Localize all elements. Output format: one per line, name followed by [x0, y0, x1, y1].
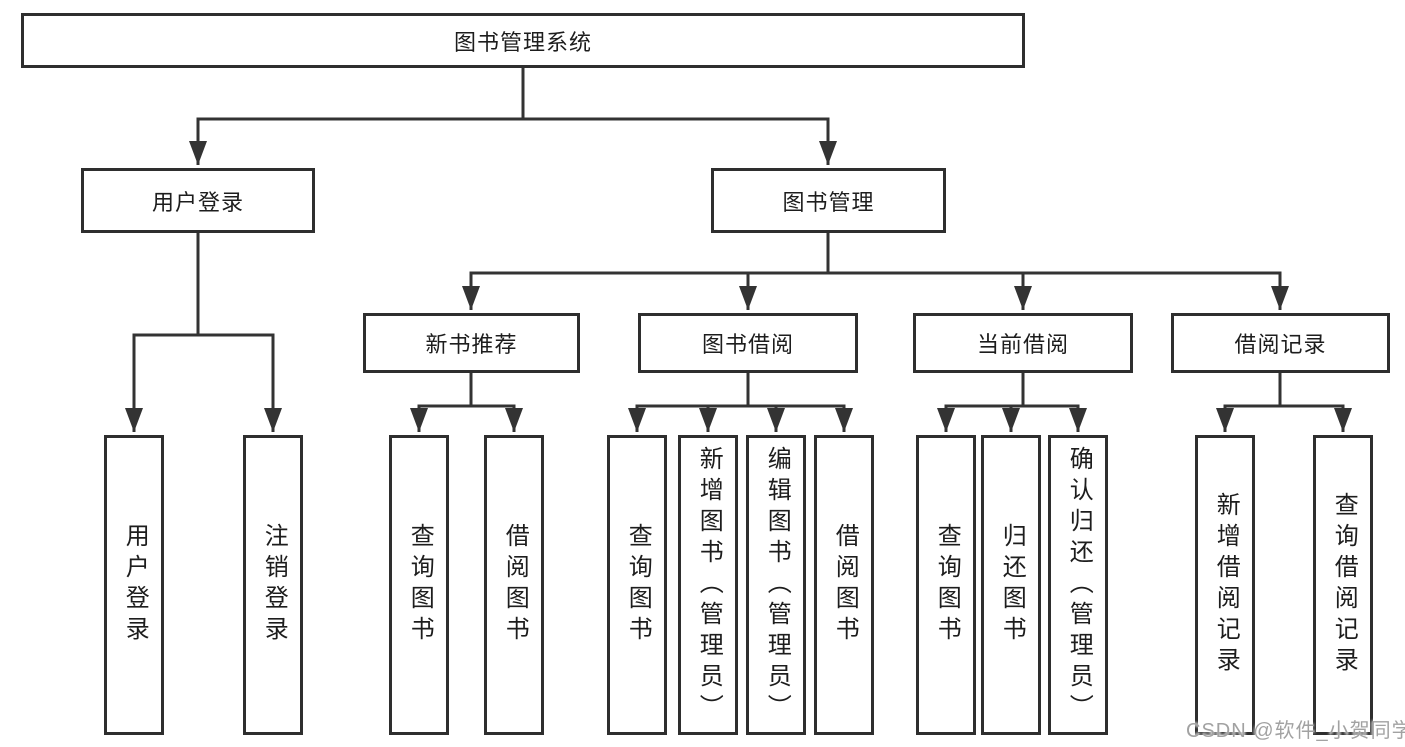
node-new-book-recommend-label: 新书推荐 — [425, 332, 518, 357]
node-borrow-records: 借阅记录 — [1171, 313, 1390, 373]
node-leaf-label: 借阅图书 — [501, 523, 529, 647]
node-leaf-label: 新增图书（管理员） — [695, 445, 723, 725]
node-leaf-label: 编辑图书（管理员） — [763, 445, 791, 725]
node-leaf-add-borrow-record: 新增借阅记录 — [1195, 435, 1255, 735]
node-leaf-label: 确认归还（管理员） — [1065, 445, 1093, 725]
node-borrow-records-label: 借阅记录 — [1234, 332, 1327, 357]
node-leaf-return-books: 归还图书 — [981, 435, 1041, 735]
node-leaf-label: 借阅图书 — [831, 523, 859, 647]
node-leaf-query-books-current: 查询图书 — [916, 435, 976, 735]
node-leaf-label: 查询图书 — [624, 523, 652, 647]
node-root: 图书管理系统 — [21, 13, 1025, 68]
node-leaf-label: 查询图书 — [406, 523, 434, 647]
node-leaf-label: 新增借阅记录 — [1212, 492, 1240, 678]
node-leaf-confirm-return-admin: 确认归还（管理员） — [1048, 435, 1108, 735]
node-leaf-label: 归还图书 — [998, 523, 1026, 647]
node-book-borrow-label: 图书借阅 — [701, 332, 794, 357]
node-book-management: 图书管理 — [711, 168, 946, 233]
node-leaf-add-books-admin: 新增图书（管理员） — [678, 435, 738, 735]
node-leaf-logout: 注销登录 — [243, 435, 303, 735]
node-user-login: 用户登录 — [81, 168, 315, 233]
node-leaf-query-books-recommend: 查询图书 — [389, 435, 449, 735]
node-leaf-label: 查询图书 — [933, 523, 961, 647]
node-leaf-query-books-borrow: 查询图书 — [607, 435, 667, 735]
node-leaf-label: 用户登录 — [121, 523, 149, 647]
node-leaf-borrow-books: 借阅图书 — [814, 435, 874, 735]
node-new-book-recommend: 新书推荐 — [363, 313, 580, 373]
node-leaf-edit-books-admin: 编辑图书（管理员） — [746, 435, 806, 735]
csdn-watermark: CSDN @软件_小贺同学 — [1186, 720, 1405, 742]
node-leaf-user-login: 用户登录 — [104, 435, 164, 735]
node-current-borrow: 当前借阅 — [913, 313, 1133, 373]
node-user-login-label: 用户登录 — [151, 189, 244, 215]
node-current-borrow-label: 当前借阅 — [976, 332, 1069, 357]
node-book-management-label: 图书管理 — [782, 189, 875, 215]
node-leaf-label: 注销登录 — [260, 523, 288, 647]
node-leaf-borrow-books-recommend: 借阅图书 — [484, 435, 544, 735]
node-root-label: 图书管理系统 — [453, 29, 592, 55]
node-leaf-query-borrow-record: 查询借阅记录 — [1313, 435, 1373, 735]
node-book-borrow: 图书借阅 — [638, 313, 858, 373]
node-leaf-label: 查询借阅记录 — [1330, 492, 1358, 678]
